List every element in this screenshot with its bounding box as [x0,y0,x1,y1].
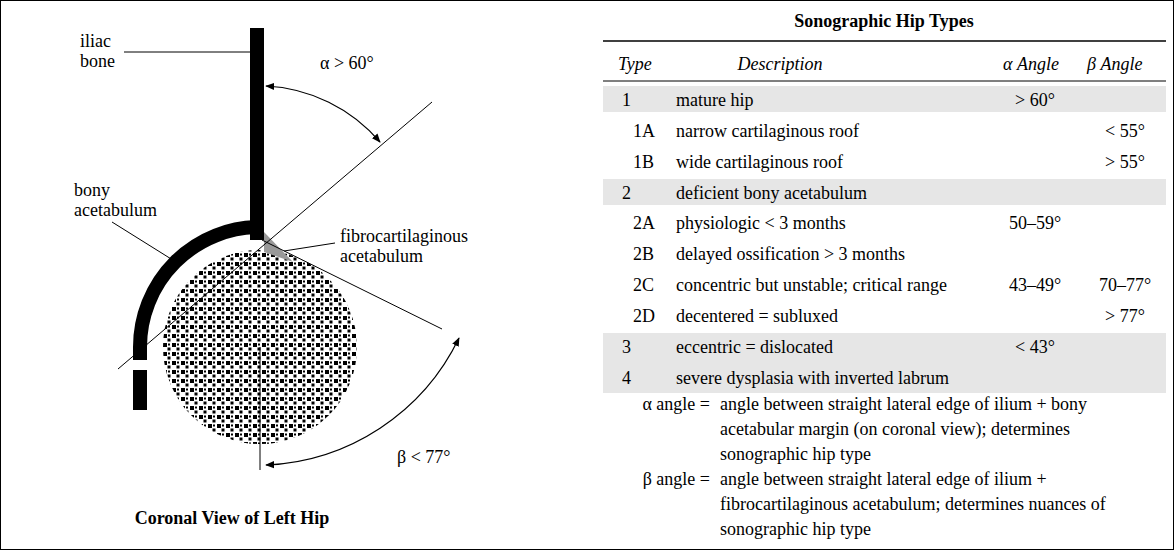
angle-cell: > 77° [1105,305,1145,327]
type-cell: 1 [622,89,631,111]
column-header: α Angle [1003,53,1059,75]
alpha-arc [266,86,380,142]
part-label: bony acetabulum [74,180,166,220]
definition-term: α angle = [642,392,710,417]
definition-term: β angle = [643,467,710,492]
angle-cell: 50–59° [1009,212,1061,234]
angle-label: α > 60° [320,52,374,74]
type-cell: 3 [622,336,631,358]
row-band [603,86,1166,112]
row-band [603,333,1166,393]
angle-cell: < 55° [1105,120,1145,142]
description-cell: wide cartilaginous roof [676,151,843,173]
description-cell: concentric but unstable; critical range [676,274,947,296]
column-header: β Angle [1087,53,1142,75]
vertical-line [260,347,261,470]
angle-cell: < 43° [1015,336,1055,358]
type-cell: 4 [622,367,631,389]
description-cell: severe dysplasia with inverted labrum [676,367,949,389]
angle-cell: > 55° [1105,151,1145,173]
angle-cell: 43–49° [1009,274,1061,296]
bony-acetabulum [133,370,147,410]
bony-acetabulum [140,227,260,360]
leader-line [284,243,335,251]
iliac-bone [250,28,264,240]
description-cell: narrow cartilaginous roof [676,120,859,142]
leader-line [124,52,250,53]
angle-label: β < 77° [397,446,451,468]
angle-cell: > 60° [1015,89,1055,111]
column-header: Type [618,53,652,75]
part-label: fibrocartilaginous acetabulum [340,226,490,266]
type-cell: 2C [633,274,654,296]
description-cell: physiologic < 3 months [676,212,846,234]
table-rule [603,40,1166,42]
type-cell: 1A [633,120,655,142]
type-cell: 2D [633,305,655,327]
column-header: Description [738,53,823,75]
fibrocartilage [264,232,293,262]
definition-text: angle between straight lateral edge of i… [720,392,1160,467]
table-rule [603,81,1166,82]
description-cell: delayed ossification > 3 months [676,243,905,265]
type-cell: 1B [633,151,654,173]
description-cell: eccentric = dislocated [676,336,833,358]
leader-line [112,222,176,262]
description-cell: deficient bony acetabulum [676,182,867,204]
part-label: iliac bone [80,31,126,71]
row-band [603,179,1166,205]
beta-arc [266,338,459,465]
type-cell: 2A [633,212,655,234]
description-cell: mature hip [676,89,753,111]
type-cell: 2B [633,243,654,265]
figure-caption: Coronal View of Left Hip [135,507,330,529]
angle-cell: 70–77° [1099,274,1151,296]
definition-text: angle between straight lateral edge of i… [720,467,1160,542]
type-cell: 2 [622,182,631,204]
table-title: Sonographic Hip Types [794,10,973,32]
description-cell: decentered = subluxed [676,305,838,327]
